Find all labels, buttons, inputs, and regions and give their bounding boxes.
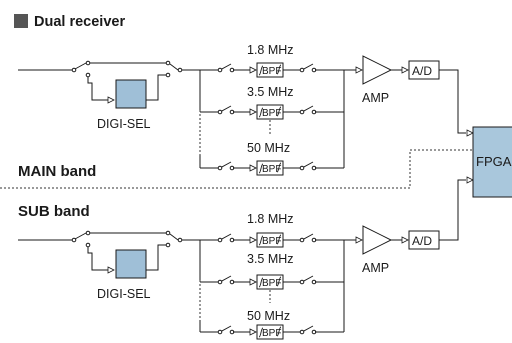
filter-freq: 3.5 MHz xyxy=(247,252,294,266)
bpf-label: BPF xyxy=(262,236,281,247)
filter-freq: 50 MHz xyxy=(247,309,290,323)
digi-sel-box xyxy=(115,79,147,109)
amp-label: AMP xyxy=(362,91,389,105)
main-band-label: MAIN band xyxy=(18,163,96,180)
digi-sel-box xyxy=(115,249,147,279)
bpf-label: BPF xyxy=(262,66,281,77)
digi-sel-label: DIGI-SEL xyxy=(97,117,151,131)
filter-freq: 1.8 MHz xyxy=(247,212,294,226)
adc-label: A/D xyxy=(412,234,432,248)
filter-freq: 50 MHz xyxy=(247,141,290,155)
filter-freq: 1.8 MHz xyxy=(247,43,294,57)
main-receiver: DIGI-SEL BPF 1.8 MHz BPF 3.5 MHz xyxy=(18,43,474,176)
filter-freq: 3.5 MHz xyxy=(247,85,294,99)
fpga-label: FPGA xyxy=(476,154,512,169)
sub-receiver: DIGI-SEL BPF 1.8 MHz BPF 3.5 MHz xyxy=(18,176,474,340)
fpga-box xyxy=(472,126,512,198)
amp-symbol xyxy=(362,55,393,85)
amp-symbol xyxy=(362,225,393,255)
bpf-label: BPF xyxy=(262,328,281,339)
title-marker xyxy=(14,14,28,28)
band-divider xyxy=(0,149,472,189)
adc-label: A/D xyxy=(412,64,432,78)
bpf-label: BPF xyxy=(262,278,281,289)
amp-label: AMP xyxy=(362,261,389,275)
sub-band-label: SUB band xyxy=(18,203,90,220)
bpf-label: BPF xyxy=(262,164,281,175)
title: Dual receiver xyxy=(34,14,125,30)
digi-sel-label: DIGI-SEL xyxy=(97,287,151,301)
bpf-label: BPF xyxy=(262,108,281,119)
